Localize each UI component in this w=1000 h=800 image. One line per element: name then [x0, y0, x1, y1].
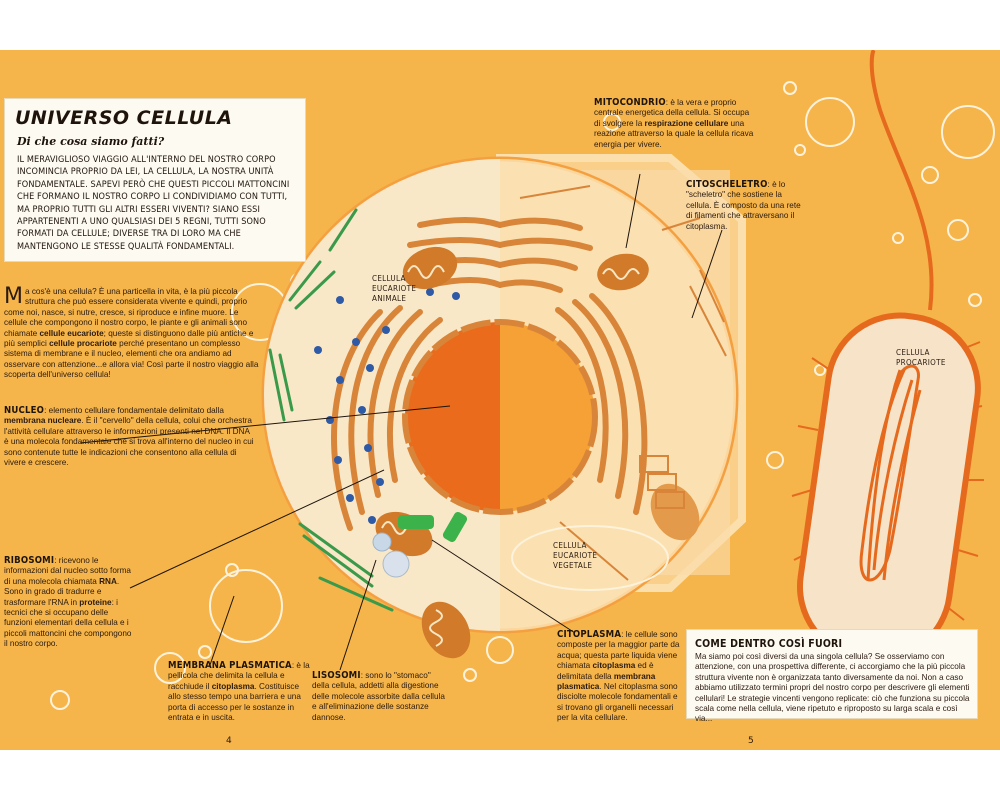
citoscheletro-paragraph: CITOSCHELETRO: è lo "scheletro" che sost…: [686, 179, 801, 231]
citoplasma-paragraph: CITOPLASMA: le cellule sono composte per…: [557, 629, 680, 723]
intro-text: IL MERAVIGLIOSO VIAGGIO ALL'INTERNO DEL …: [17, 155, 290, 252]
citoplasma-heading: CITOPLASMA: [557, 629, 622, 640]
book-spread: UNIVERSO CELLULA Di che cosa siamo fatti…: [0, 50, 1000, 750]
mitocondrio-heading: MITOCONDRIO: [594, 97, 666, 108]
lisosomi-heading: LISOSOMI: [312, 670, 361, 681]
mitocondrio-paragraph: MITOCONDRIO: è la vera e proprio central…: [594, 97, 754, 149]
page-subtitle: Di che cosa siamo fatti?: [17, 135, 165, 148]
nucleus: [405, 322, 500, 512]
chloroplast: [639, 455, 685, 509]
page-title: UNIVERSO CELLULA: [15, 107, 233, 129]
lysosomes: [372, 532, 410, 578]
page-number-right: 5: [748, 736, 754, 746]
vacuole: [511, 525, 669, 591]
membrana-heading: MEMBRANA PLASMATICA: [168, 660, 292, 671]
nucleo-paragraph: NUCLEO: elemento cellulare fondamentale …: [4, 405, 254, 468]
cell-illustration: [50, 50, 995, 710]
citoscheletro-heading: CITOSCHELETRO: [686, 179, 768, 190]
centrioles: [398, 511, 468, 543]
leader-lines: [79, 173, 723, 671]
membrana-paragraph: MEMBRANA PLASMATICA: è la pellicola che …: [168, 660, 310, 723]
nucleo-heading: NUCLEO: [4, 405, 45, 416]
label-cellula-vegetale: CELLULA EUCARIOTE VEGETALE: [553, 541, 598, 570]
bubbles-decoration: [50, 81, 995, 710]
page-number-left: 4: [226, 736, 232, 746]
lisosomi-paragraph: LISOSOMI: sono lo "stomaco" della cellul…: [312, 670, 445, 722]
plant-filaments: [519, 185, 727, 581]
label-cellula-animale: CELLULA EUCARIOTE ANIMALE: [372, 274, 417, 303]
dropcap: M: [4, 284, 23, 309]
come-dentro-box: COME DENTRO COSÌ FUORI Ma siamo poi così…: [686, 629, 978, 723]
come-dentro-heading: COME DENTRO COSÌ FUORI: [695, 638, 843, 650]
title-box: UNIVERSO CELLULA Di che cosa siamo fatti…: [4, 98, 306, 262]
cytoskeleton-filaments: [268, 208, 394, 612]
ribosomi-heading: RIBOSOMI: [4, 555, 55, 566]
come-dentro-body: Ma siamo poi così diversi da una singola…: [695, 652, 970, 724]
ribosomi-paragraph: RIBOSOMI: ricevono le informazioni dal n…: [4, 555, 132, 649]
label-cellula-procariote: CELLULA PROCARIOTE: [896, 348, 946, 367]
